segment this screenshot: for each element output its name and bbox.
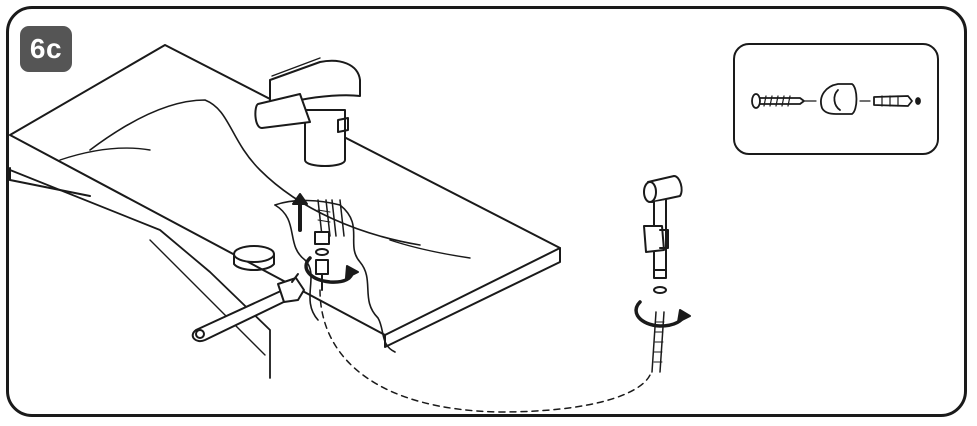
- wall-plug: [874, 96, 920, 106]
- screw: [752, 94, 804, 108]
- wall-bracket: [821, 84, 857, 114]
